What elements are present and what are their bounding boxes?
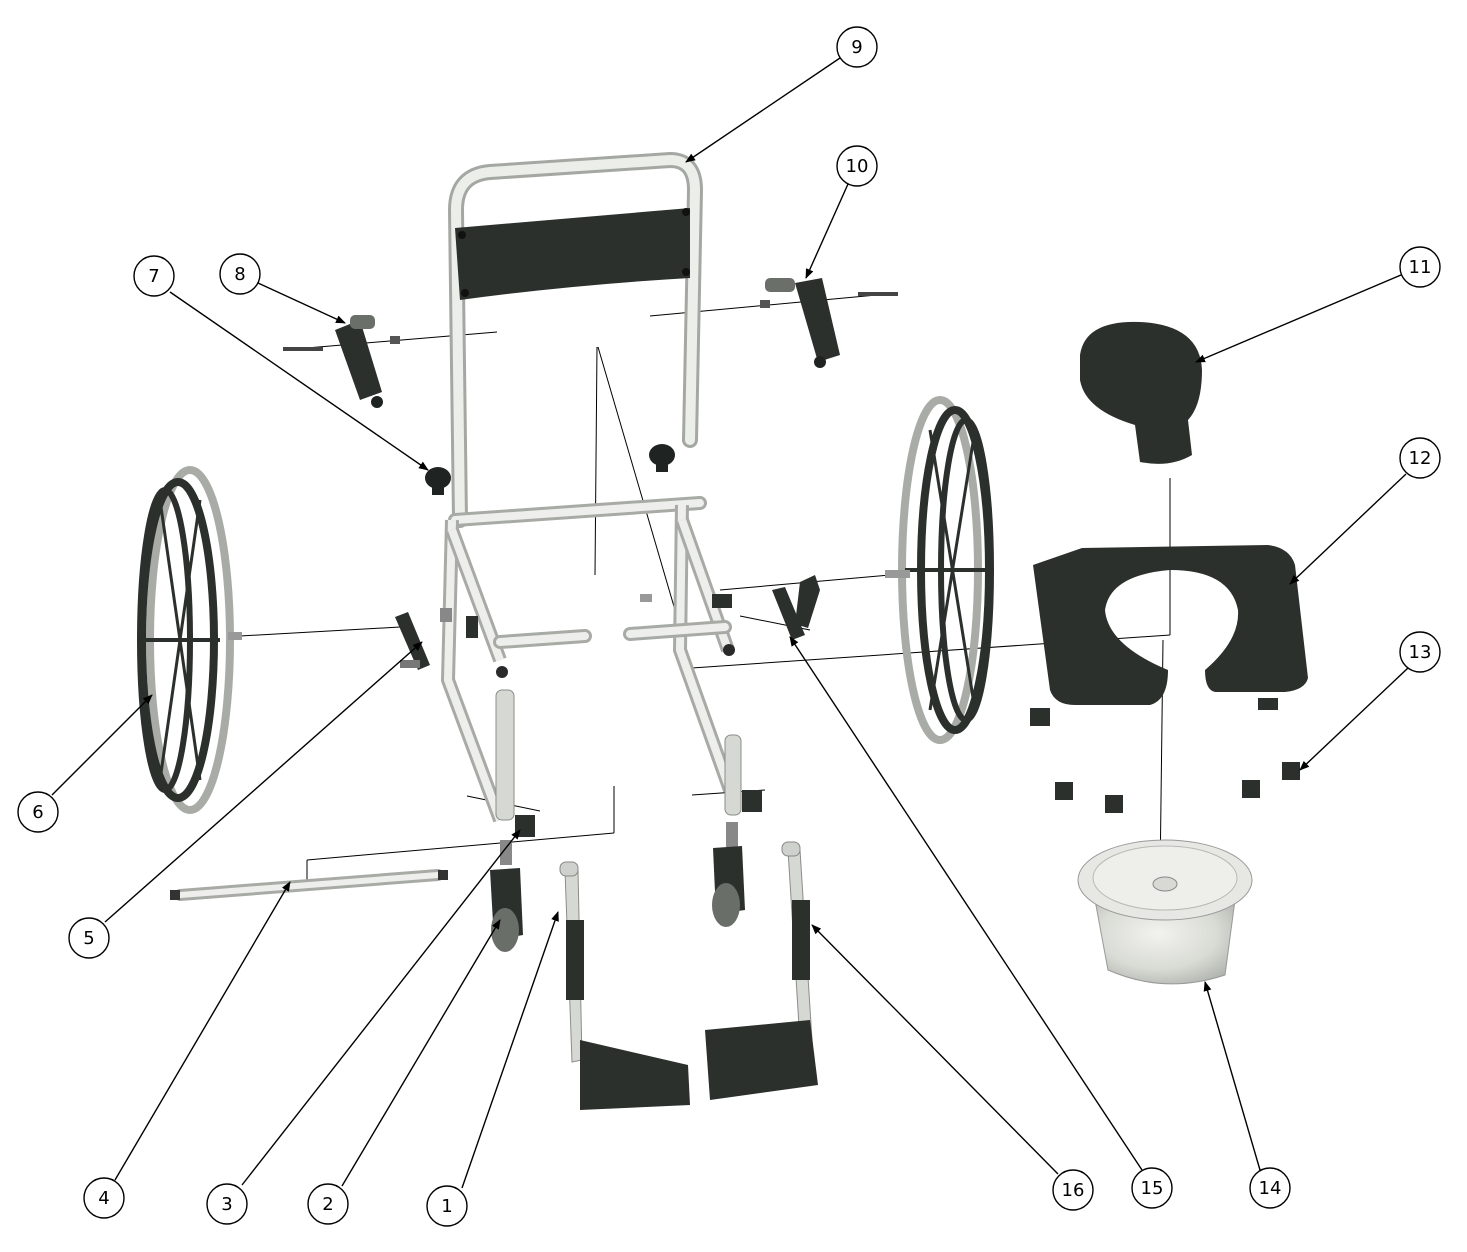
- svg-text:5: 5: [83, 928, 94, 949]
- knob-right: [649, 444, 675, 472]
- brake-right: [640, 575, 820, 640]
- callout-13: 13: [1299, 631, 1441, 771]
- axle-bar: [170, 869, 448, 901]
- svg-text:4: 4: [98, 1188, 109, 1209]
- svg-text:3: 3: [221, 1194, 232, 1215]
- commode-bucket: [1077, 839, 1253, 985]
- legrest-left: [559, 861, 690, 1110]
- svg-text:6: 6: [32, 802, 43, 823]
- callout-2: 2: [307, 919, 501, 1225]
- seat-frame: [440, 496, 742, 823]
- callout-1: 1: [426, 911, 559, 1227]
- svg-text:2: 2: [322, 1194, 333, 1215]
- svg-text:14: 14: [1259, 1178, 1282, 1199]
- caster-right: [712, 790, 762, 927]
- armrest-right: [760, 278, 898, 368]
- callouts: 1 2 3 4 5 6 7: [17, 26, 1441, 1227]
- legrest-right: [705, 841, 818, 1100]
- svg-text:15: 15: [1141, 1178, 1164, 1199]
- seat-lid: [1080, 321, 1202, 464]
- svg-text:12: 12: [1409, 448, 1432, 469]
- callout-15: 15: [789, 636, 1173, 1209]
- backrest-frame: [447, 151, 704, 528]
- callout-7: 7: [133, 255, 429, 471]
- svg-text:8: 8: [234, 264, 245, 285]
- svg-text:10: 10: [846, 156, 869, 177]
- brake-left: [395, 608, 478, 670]
- callout-6: 6: [17, 694, 153, 833]
- svg-text:1: 1: [441, 1196, 452, 1217]
- seat-clips: [1030, 698, 1300, 813]
- commode-seat: [1033, 545, 1308, 705]
- svg-text:7: 7: [148, 266, 159, 287]
- callout-11: 11: [1195, 246, 1441, 363]
- svg-text:13: 13: [1409, 642, 1432, 663]
- svg-text:11: 11: [1409, 257, 1432, 278]
- callout-16: 16: [811, 924, 1094, 1211]
- callout-9: 9: [685, 26, 878, 163]
- svg-text:16: 16: [1062, 1180, 1085, 1201]
- caster-left: [490, 815, 535, 952]
- callout-12: 12: [1289, 437, 1441, 585]
- svg-text:9: 9: [851, 37, 862, 58]
- knob-left: [425, 467, 451, 495]
- callout-14: 14: [1203, 981, 1291, 1209]
- callout-8: 8: [219, 253, 346, 324]
- callout-3: 3: [206, 829, 521, 1225]
- callout-4: 4: [83, 881, 291, 1219]
- wheel-right: [885, 396, 994, 744]
- backrest-pad: [455, 208, 690, 300]
- callout-5: 5: [68, 641, 423, 959]
- wheel-left: [137, 466, 242, 814]
- armrest-left: [283, 315, 400, 408]
- callout-10: 10: [805, 145, 878, 279]
